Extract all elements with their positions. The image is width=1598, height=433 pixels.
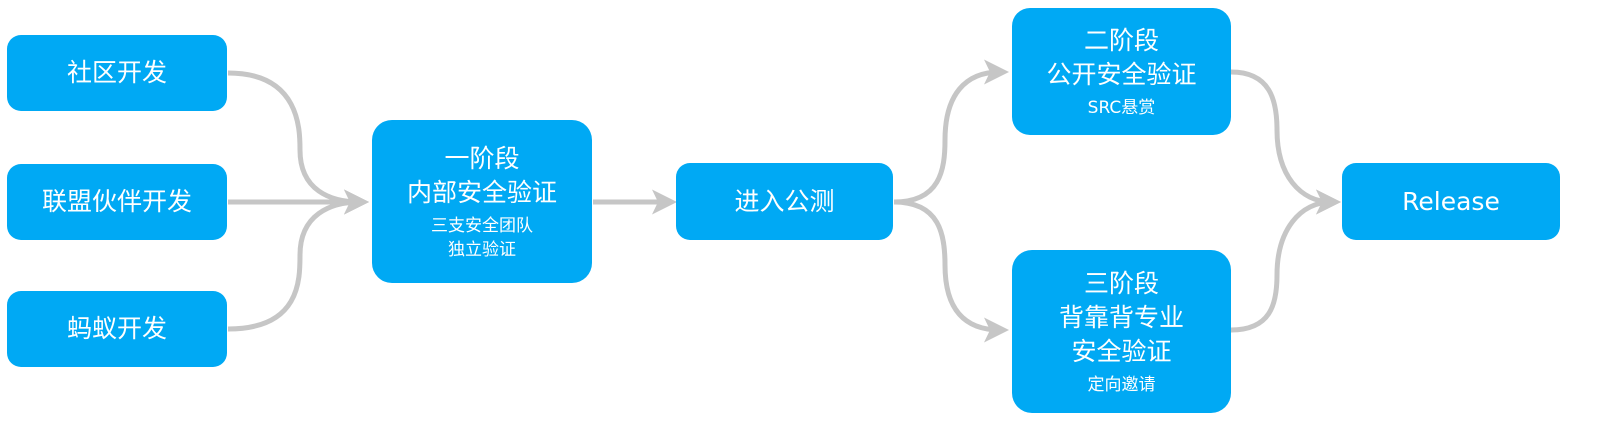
stage-subtitle: 背靠背专业 (1058, 302, 1184, 332)
stage-subtitle: 公开安全验证 (1046, 59, 1197, 89)
arrow-beta-to-stage3 (893, 199, 1009, 343)
arrow-community-to-stage1 (227, 70, 369, 215)
arrow-beta-to-stage2 (893, 59, 1009, 205)
source-ant-dev: 蚂蚁开发 (7, 291, 227, 367)
stage-note: SRC悬赏 (1087, 97, 1156, 118)
source-alliance-dev: 联盟伙伴开发 (7, 164, 227, 240)
source-label: 联盟伙伴开发 (41, 187, 192, 216)
arrow-stage2-to-release (1230, 69, 1341, 215)
stage-subtitle: 内部安全验证 (406, 177, 557, 207)
stage1-internal-verification: 一阶段 内部安全验证 三支安全团队 独立验证 (372, 120, 592, 283)
stage-note: 独立验证 (448, 239, 516, 260)
stage-title: 一阶段 (444, 143, 520, 173)
source-label: 蚂蚁开发 (66, 314, 167, 343)
stage2-public-verification: 二阶段 公开安全验证 SRC悬赏 (1012, 8, 1231, 135)
release: Release (1342, 163, 1560, 240)
stage-title: 三阶段 (1083, 268, 1159, 298)
public-beta-label: 进入公测 (734, 186, 835, 216)
arrow-ant-to-stage1 (227, 189, 369, 332)
stage-note: 定向邀请 (1087, 374, 1156, 395)
arrow-stage3-to-release (1230, 189, 1341, 333)
stage-note: 三支安全团队 (431, 215, 533, 236)
stage-title: 二阶段 (1083, 25, 1159, 55)
release-label: Release (1402, 186, 1500, 216)
public-beta: 进入公测 (676, 163, 893, 240)
source-community-dev: 社区开发 (7, 35, 227, 111)
source-label: 社区开发 (66, 58, 167, 87)
stage3-professional-verification: 三阶段 背靠背专业 安全验证 定向邀请 (1012, 250, 1231, 413)
stage-subtitle: 安全验证 (1071, 336, 1172, 366)
